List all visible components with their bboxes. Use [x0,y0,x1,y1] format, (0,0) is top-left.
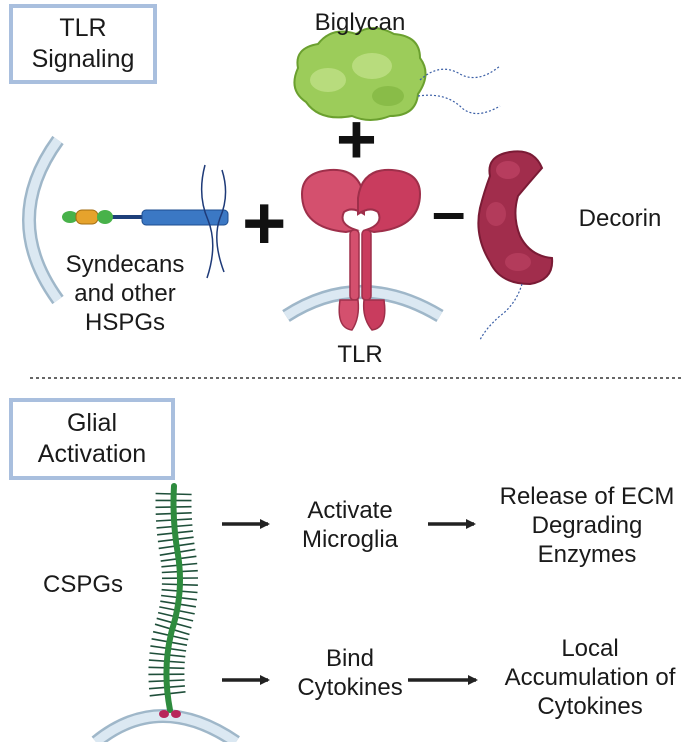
decorin-label: Decorin [578,205,662,232]
minus-sign: – [432,178,466,245]
syndecans-label-line1: Syndecans [65,251,185,278]
step-local-accumulation-line2: Accumulation of [504,664,676,691]
syndecans-label-line2: and other [74,280,176,307]
biglycan-label: Biglycan [314,9,406,36]
decorin-protein [477,150,554,341]
step-bind-cytokines: Bind Cytokines [280,644,420,702]
tlr-label: TLR [337,341,383,368]
tlr-receptor [300,168,422,331]
tlr-signaling-title-line1: TLR [59,14,107,42]
cspgs-label: CSPGs [42,571,123,598]
syndecans-label-line3: HSPGs [84,309,165,336]
step-activate-microglia: Activate Microglia [280,496,420,554]
step-activate-microglia-line2: Microglia [301,526,399,553]
step-release-ecm-enzymes-line1: Release of ECM [499,483,675,510]
glial-activation-title-line2: Activation [37,440,147,468]
step-bind-cytokines-line1: Bind [325,645,375,672]
step-local-accumulation-line1: Local [561,635,619,662]
biglycan-protein [293,27,501,121]
step-release-ecm-enzymes-line2: Degrading [531,512,643,539]
step-bind-cytokines-line2: Cytokines [297,674,403,701]
glial-activation-title-line1: Glial [66,409,117,437]
cspg-chain [148,483,199,718]
syndecans-label: Syndecans and other HSPGs [60,250,190,337]
step-release-ecm-enzymes: Release of ECM Degrading Enzymes [484,482,690,569]
plus-sign-top: + [336,100,377,178]
syndecan-membrane [22,135,64,305]
hspg-core-protein [62,164,229,279]
glial-activation-title-box: Glial Activation [9,398,175,480]
step-local-accumulation: Local Accumulation of Cytokines [484,634,696,721]
plus-sign-left: + [242,181,287,266]
tlr-signaling-title-box: TLR Signaling [9,4,157,84]
step-release-ecm-enzymes-line3: Enzymes [537,541,637,568]
tlr-signaling-title-line2: Signaling [31,45,135,73]
step-local-accumulation-line3: Cytokines [537,693,643,720]
step-activate-microglia-line1: Activate [307,497,393,524]
cspg-membrane [91,709,240,742]
